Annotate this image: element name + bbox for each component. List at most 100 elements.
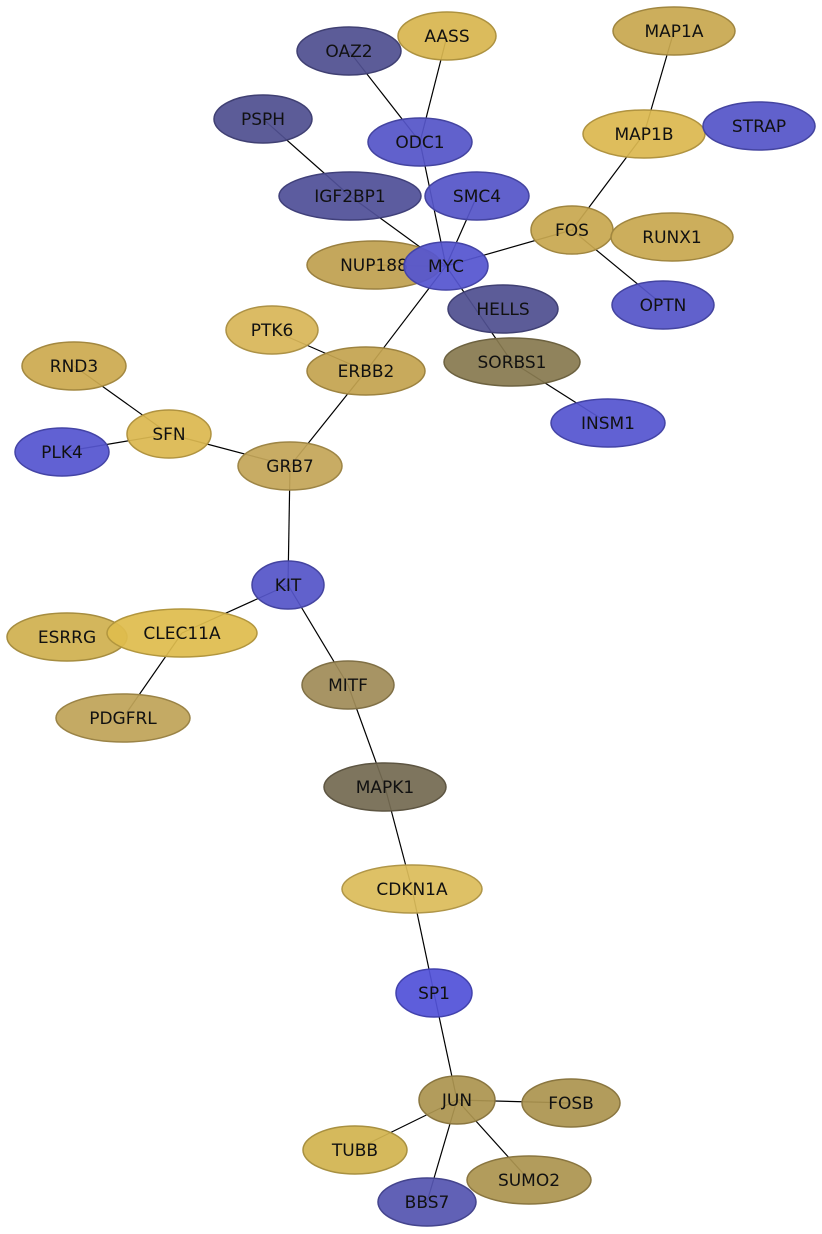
- node-fos[interactable]: FOS: [530, 205, 614, 255]
- node-ellipse-sumo2: [466, 1155, 592, 1205]
- node-label-myc: MYC: [428, 257, 464, 277]
- node-ellipse-kit: [251, 560, 325, 610]
- node-label-sorbs1: SORBS1: [478, 353, 547, 373]
- node-ellipse-hells: [447, 284, 559, 334]
- node-sumo2[interactable]: SUMO2: [466, 1155, 592, 1205]
- node-ellipse-map1b: [582, 109, 706, 159]
- node-insm1[interactable]: INSM1: [550, 398, 666, 448]
- node-label-kit: KIT: [275, 576, 302, 596]
- node-label-pdgfrl: PDGFRL: [89, 709, 157, 729]
- node-layer: OAZ2 AASS MAP1A PSPH ODC1 MAP1B STRAP IGF2BP1 SM…: [6, 6, 816, 1227]
- node-ellipse-sp1: [395, 968, 473, 1018]
- node-sp1[interactable]: SP1: [395, 968, 473, 1018]
- node-ellipse-jun: [418, 1075, 496, 1125]
- node-label-oaz2: OAZ2: [325, 42, 372, 62]
- node-label-insm1: INSM1: [581, 414, 635, 434]
- node-label-optn: OPTN: [640, 296, 687, 316]
- node-label-sumo2: SUMO2: [498, 1171, 560, 1191]
- node-label-aass: AASS: [424, 27, 469, 47]
- node-label-fos: FOS: [555, 221, 589, 241]
- node-ellipse-strap: [702, 101, 816, 151]
- node-ellipse-runx1: [610, 212, 734, 262]
- node-label-smc4: SMC4: [453, 187, 501, 207]
- node-ellipse-rnd3: [21, 341, 127, 391]
- node-sfn[interactable]: SFN: [126, 409, 212, 459]
- node-rnd3[interactable]: RND3: [21, 341, 127, 391]
- node-label-map1a: MAP1A: [645, 22, 704, 42]
- node-label-fosb: FOSB: [548, 1094, 594, 1114]
- node-pdgfrl[interactable]: PDGFRL: [55, 693, 191, 743]
- node-ellipse-map1a: [612, 6, 736, 56]
- node-ellipse-myc: [403, 241, 489, 291]
- node-strap[interactable]: STRAP: [702, 101, 816, 151]
- node-ellipse-insm1: [550, 398, 666, 448]
- node-ellipse-plk4: [14, 427, 110, 477]
- node-runx1[interactable]: RUNX1: [610, 212, 734, 262]
- node-label-clec11a: CLEC11A: [143, 624, 221, 644]
- node-label-plk4: PLK4: [41, 443, 83, 463]
- node-label-runx1: RUNX1: [642, 228, 701, 248]
- node-clec11a[interactable]: CLEC11A: [106, 608, 258, 658]
- node-fosb[interactable]: FOSB: [521, 1078, 621, 1128]
- node-ellipse-clec11a: [106, 608, 258, 658]
- node-aass[interactable]: AASS: [397, 11, 497, 61]
- node-label-map1b: MAP1B: [614, 125, 673, 145]
- node-ellipse-grb7: [237, 441, 343, 491]
- node-label-cdkn1a: CDKN1A: [376, 880, 448, 900]
- node-ellipse-oaz2: [296, 26, 402, 76]
- node-ellipse-mitf: [301, 660, 395, 710]
- node-label-nup188: NUP188: [340, 256, 408, 276]
- node-kit[interactable]: KIT: [251, 560, 325, 610]
- node-label-strap: STRAP: [732, 117, 786, 137]
- node-tubb[interactable]: TUBB: [302, 1125, 408, 1175]
- node-ellipse-mapk1: [323, 762, 447, 812]
- node-label-psph: PSPH: [241, 110, 285, 130]
- node-sorbs1[interactable]: SORBS1: [443, 337, 581, 387]
- node-cdkn1a[interactable]: CDKN1A: [341, 864, 483, 914]
- node-ellipse-cdkn1a: [341, 864, 483, 914]
- node-ellipse-ptk6: [225, 305, 319, 355]
- node-label-grb7: GRB7: [266, 457, 313, 477]
- node-label-odc1: ODC1: [395, 133, 444, 153]
- node-ellipse-bbs7: [377, 1177, 477, 1227]
- node-ellipse-igf2bp1: [278, 171, 422, 221]
- node-ellipse-smc4: [424, 171, 530, 221]
- node-mitf[interactable]: MITF: [301, 660, 395, 710]
- node-label-tubb: TUBB: [331, 1141, 378, 1161]
- node-myc[interactable]: MYC: [403, 241, 489, 291]
- node-smc4[interactable]: SMC4: [424, 171, 530, 221]
- node-label-bbs7: BBS7: [405, 1193, 450, 1213]
- node-bbs7[interactable]: BBS7: [377, 1177, 477, 1227]
- node-ellipse-sfn: [126, 409, 212, 459]
- node-ellipse-optn: [611, 280, 715, 330]
- node-ellipse-aass: [397, 11, 497, 61]
- node-mapk1[interactable]: MAPK1: [323, 762, 447, 812]
- node-label-sfn: SFN: [152, 425, 185, 445]
- node-hells[interactable]: HELLS: [447, 284, 559, 334]
- node-igf2bp1[interactable]: IGF2BP1: [278, 171, 422, 221]
- node-erbb2[interactable]: ERBB2: [306, 346, 426, 396]
- node-odc1[interactable]: ODC1: [367, 117, 473, 167]
- node-ptk6[interactable]: PTK6: [225, 305, 319, 355]
- node-psph[interactable]: PSPH: [213, 94, 313, 144]
- node-optn[interactable]: OPTN: [611, 280, 715, 330]
- node-ellipse-tubb: [302, 1125, 408, 1175]
- node-plk4[interactable]: PLK4: [14, 427, 110, 477]
- node-map1a[interactable]: MAP1A: [612, 6, 736, 56]
- node-map1b[interactable]: MAP1B: [582, 109, 706, 159]
- node-label-jun: JUN: [441, 1091, 472, 1111]
- node-label-rnd3: RND3: [50, 357, 98, 377]
- node-label-mitf: MITF: [328, 676, 368, 696]
- node-label-erbb2: ERBB2: [338, 362, 395, 382]
- node-esrrg[interactable]: ESRRG: [6, 612, 128, 662]
- node-grb7[interactable]: GRB7: [237, 441, 343, 491]
- node-label-mapk1: MAPK1: [356, 778, 415, 798]
- node-ellipse-odc1: [367, 117, 473, 167]
- node-ellipse-psph: [213, 94, 313, 144]
- node-label-hells: HELLS: [476, 300, 529, 320]
- node-ellipse-pdgfrl: [55, 693, 191, 743]
- node-oaz2[interactable]: OAZ2: [296, 26, 402, 76]
- node-jun[interactable]: JUN: [418, 1075, 496, 1125]
- node-label-esrrg: ESRRG: [38, 628, 96, 648]
